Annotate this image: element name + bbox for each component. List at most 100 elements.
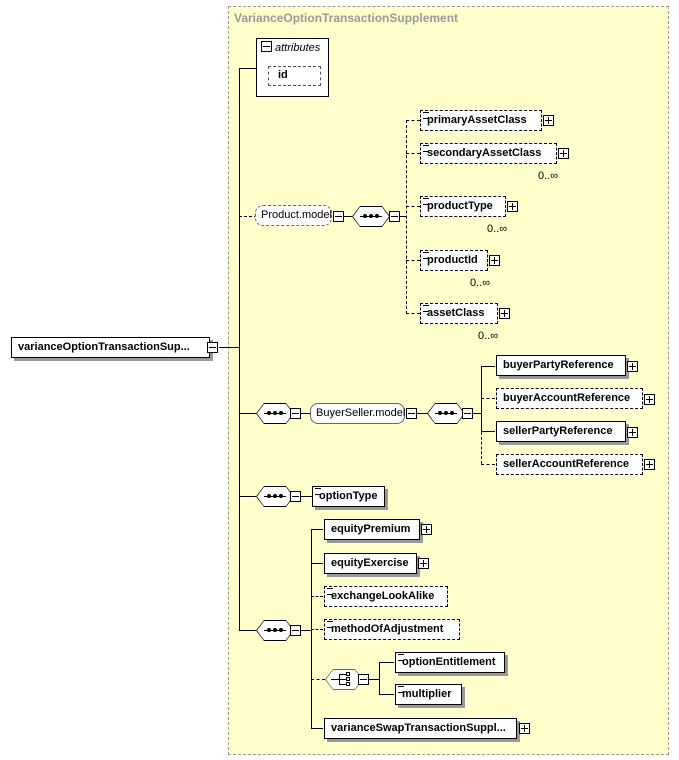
connector: [406, 206, 420, 207]
sequence-icon: [427, 403, 467, 426]
element-label: productId: [427, 254, 478, 266]
connector: [481, 398, 495, 399]
collapse-icon[interactable]: [207, 342, 218, 353]
expand-icon[interactable]: [644, 459, 655, 470]
expand-icon[interactable]: [418, 558, 429, 569]
element-method-of-adjustment[interactable]: methodOfAdjustment: [324, 619, 460, 640]
element-label: equityPremium: [331, 523, 411, 535]
collapse-icon[interactable]: [290, 491, 301, 502]
expand-icon[interactable]: [507, 201, 518, 212]
element-option-entitlement[interactable]: optionEntitlement: [395, 652, 505, 673]
connector: [406, 153, 420, 154]
cardinality-label: 0..∞: [470, 277, 491, 289]
expand-icon[interactable]: [489, 255, 500, 266]
connector: [239, 216, 257, 217]
element-asset-class[interactable]: assetClass: [420, 303, 498, 324]
element-secondary-asset-class[interactable]: secondaryAssetClass: [420, 143, 557, 164]
element-label: sellerPartyReference: [503, 425, 613, 437]
element-product-id[interactable]: productId: [420, 250, 488, 271]
collapse-icon[interactable]: [333, 211, 344, 222]
collapse-icon[interactable]: [462, 408, 473, 419]
element-label: buyerPartyReference: [503, 359, 614, 371]
root-element[interactable]: varianceOptionTransactionSup...: [11, 337, 210, 358]
element-seller-account-reference[interactable]: sellerAccountReference: [496, 454, 643, 475]
element-label: equityExercise: [331, 557, 409, 569]
element-equity-exercise[interactable]: equityExercise: [324, 553, 417, 574]
expand-icon[interactable]: [627, 427, 638, 438]
element-variance-swap-transaction-supplement[interactable]: varianceSwapTransactionSuppl...: [324, 718, 517, 739]
connector: [481, 366, 495, 367]
cardinality-label: 0..∞: [538, 170, 559, 182]
element-buyer-party-reference[interactable]: buyerPartyReference: [496, 355, 626, 376]
connector: [239, 68, 256, 69]
collapse-icon[interactable]: [290, 625, 301, 636]
element-seller-party-reference[interactable]: sellerPartyReference: [496, 421, 626, 442]
collapse-icon[interactable]: [389, 211, 400, 222]
connector: [311, 529, 323, 530]
element-label: primaryAssetClass: [427, 114, 527, 126]
element-label: varianceSwapTransactionSuppl...: [331, 722, 506, 734]
connector: [301, 496, 312, 497]
connector: [311, 679, 325, 680]
connector: [239, 630, 256, 631]
connector: [311, 596, 323, 597]
connector: [379, 694, 394, 695]
root-element-label: varianceOptionTransactionSup...: [18, 341, 190, 353]
connector: [379, 662, 394, 663]
element-label: productType: [427, 200, 493, 212]
expand-icon[interactable]: [627, 361, 638, 372]
element-label: sellerAccountReference: [503, 458, 629, 470]
collapse-icon[interactable]: [290, 408, 301, 419]
connector: [406, 120, 420, 121]
element-label: multiplier: [402, 688, 452, 700]
buyer-seller-model-label: BuyerSeller.model: [316, 407, 406, 419]
element-label: exchangeLookAlike: [331, 590, 435, 602]
element-label: methodOfAdjustment: [331, 623, 444, 635]
connector: [301, 630, 311, 631]
connector: [239, 496, 256, 497]
collapse-icon[interactable]: [406, 408, 417, 419]
connector: [311, 563, 323, 564]
connector: [311, 728, 323, 729]
product-model-label: Product.model: [261, 209, 332, 221]
connector: [311, 629, 323, 630]
element-exchange-look-alike[interactable]: exchangeLookAlike: [324, 586, 448, 607]
expand-icon[interactable]: [543, 115, 554, 126]
sequence-icon: [352, 206, 392, 229]
expand-icon[interactable]: [421, 524, 432, 535]
connector: [369, 679, 379, 680]
choice-icon: [325, 669, 365, 692]
connector: [473, 413, 481, 414]
product-model-group[interactable]: Product.model: [255, 205, 332, 226]
element-equity-premium[interactable]: equityPremium: [324, 519, 420, 540]
element-option-type[interactable]: optionType: [312, 486, 385, 507]
cardinality-label: 0..∞: [478, 330, 499, 342]
collapse-icon[interactable]: [261, 41, 272, 52]
expand-icon[interactable]: [558, 148, 569, 159]
attributes-label: attributes: [275, 42, 321, 54]
connector: [481, 431, 495, 432]
element-primary-asset-class[interactable]: primaryAssetClass: [420, 110, 542, 131]
complex-type-title: VarianceOptionTransactionSupplement: [234, 11, 459, 25]
element-label: optionType: [319, 490, 378, 502]
connector: [416, 413, 428, 414]
element-label: optionEntitlement: [402, 656, 496, 668]
connector: [301, 413, 311, 414]
element-product-type[interactable]: productType: [420, 196, 506, 217]
element-label: secondaryAssetClass: [427, 147, 542, 159]
sequence-icon: [256, 403, 296, 426]
expand-icon[interactable]: [644, 394, 655, 405]
attribute-id[interactable]: id: [268, 66, 321, 86]
connector: [219, 347, 239, 348]
attributes-header: attributes: [261, 41, 320, 54]
element-label: buyerAccountReference: [503, 392, 631, 404]
collapse-icon[interactable]: [358, 674, 369, 685]
connector: [406, 313, 420, 314]
expand-icon[interactable]: [499, 308, 510, 319]
connector: [379, 662, 380, 695]
element-buyer-account-reference[interactable]: buyerAccountReference: [496, 388, 643, 409]
buyer-seller-model-group[interactable]: BuyerSeller.model: [310, 403, 405, 424]
connector: [406, 260, 420, 261]
element-multiplier[interactable]: multiplier: [395, 684, 462, 705]
expand-icon[interactable]: [519, 723, 530, 734]
